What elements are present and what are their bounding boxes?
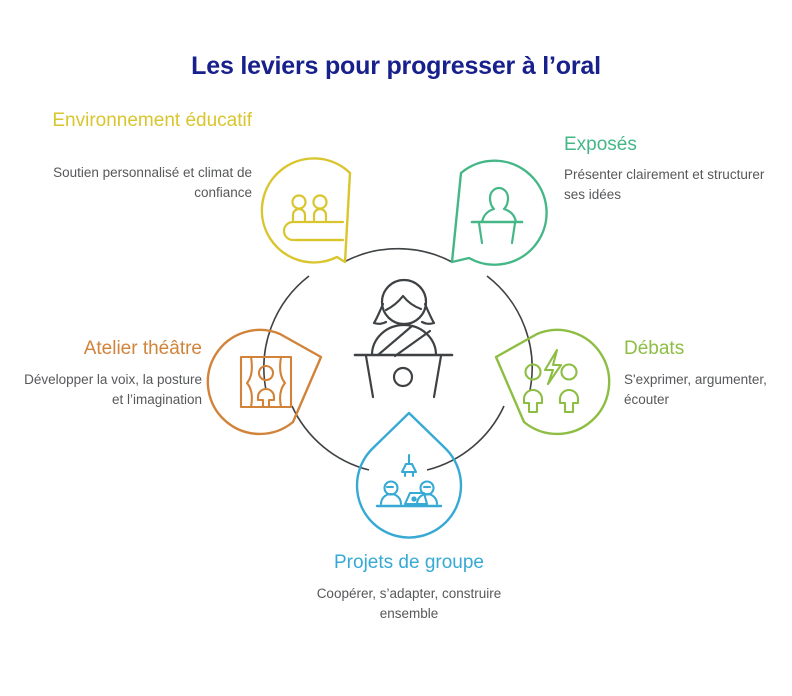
connector-arc-bottom-left xyxy=(291,405,370,471)
node-desc-debats: S'exprimer, argumenter, écouter xyxy=(624,372,767,407)
node-atelier[interactable] xyxy=(206,328,323,436)
node-desc-atelier: Développer la voix, la posture et l’imag… xyxy=(24,372,202,407)
center-speaker-at-lectern-icon xyxy=(353,278,454,399)
node-desc-exposes: Présenter clairement et structurer ses i… xyxy=(564,167,765,202)
node-desc-environnement: Soutien personnalisé et climat de confia… xyxy=(53,165,252,200)
node-label-exposes: Exposés xyxy=(564,134,637,155)
connector-arcs xyxy=(263,247,533,471)
node-debats[interactable] xyxy=(494,328,611,436)
two-people-at-desk-icon xyxy=(282,194,345,242)
node-label-debats: Débats xyxy=(624,338,685,359)
node-exposes[interactable] xyxy=(450,159,548,266)
node-desc-projets: Coopérer, s’adapter, construire ensemble xyxy=(316,586,502,621)
group-project-laptop-icon xyxy=(375,453,443,508)
projets-teardrop-shape[interactable] xyxy=(355,411,463,539)
two-people-debate-lightning-icon xyxy=(522,348,580,414)
node-label-environnement: Environnement éducatif xyxy=(52,110,252,131)
exposes-teardrop-shape[interactable] xyxy=(450,159,548,266)
node-label-projets: Projets de groupe xyxy=(334,552,484,573)
node-environnement[interactable] xyxy=(260,157,352,264)
page-title: Les leviers pour progresser à l’oral xyxy=(191,52,601,80)
environnement-teardrop-shape[interactable] xyxy=(260,157,352,264)
node-label-atelier: Atelier théâtre xyxy=(83,338,202,359)
atelier-teardrop-shape[interactable] xyxy=(206,328,323,436)
connector-arc-top xyxy=(343,247,453,263)
connector-arc-top-left xyxy=(263,275,310,391)
theatre-stage-curtains-icon xyxy=(239,355,293,409)
person-at-podium-icon xyxy=(470,186,524,245)
connector-arc-top-right xyxy=(486,275,533,391)
connector-arc-bottom-right xyxy=(426,405,505,471)
debats-teardrop-shape[interactable] xyxy=(494,328,611,436)
node-projets[interactable] xyxy=(355,411,463,539)
